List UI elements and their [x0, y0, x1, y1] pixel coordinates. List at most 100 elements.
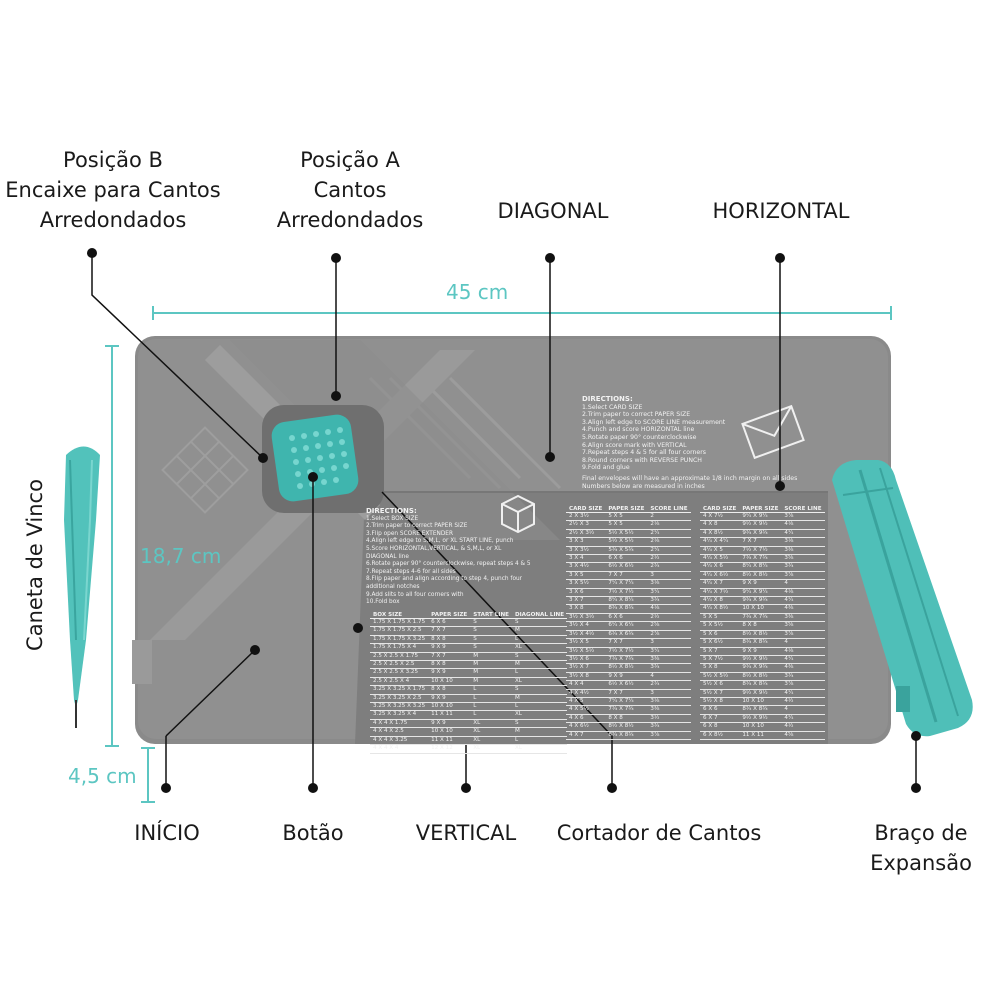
table-cell: 2⅞ [647, 630, 691, 640]
label-line: Arredondados [276, 208, 424, 232]
direction-step: 4.Align left edge to S,M,L, or XL START … [366, 538, 514, 545]
dimension-lines [105, 306, 892, 803]
table-cell: 4¼ [781, 529, 825, 539]
table-cell: 7¼ X 7¼ [605, 579, 648, 589]
table-cell: 2¾ [647, 562, 691, 572]
table-cell: M [511, 626, 568, 636]
table-cell: 4 X 8 [700, 520, 740, 530]
table-cell: 8¾ X 8¾ [739, 705, 782, 715]
table-cell: 8½ X 8½ [605, 663, 648, 673]
table-cell: 9 X 9 [605, 672, 648, 682]
direction-step: 8.Round corners with REVERSE PUNCH [582, 456, 702, 464]
table-cell: 3 X 5½ [566, 579, 606, 589]
table-cell: 3.25 X 3.25 X 4 [370, 710, 429, 720]
table-cell: 4¼ [781, 655, 825, 665]
table-cell: 3⅜ [647, 705, 691, 715]
depth-dimension: 4,5 cm [68, 764, 137, 788]
table-cell: XL [470, 736, 512, 746]
table-cell: 8¾ X 8¾ [605, 604, 648, 614]
table-cell: 8 X 8 [428, 635, 471, 645]
direction-step: 6.Align score mark with VERTICAL [582, 441, 687, 449]
table-cell: 7¾ X 7¾ [739, 613, 782, 623]
table-cell: 4 X 4 [566, 680, 606, 690]
table-cell: 4 [781, 579, 825, 589]
direction-step: 7.Repeat steps 4 & 5 for all four corner… [582, 449, 707, 457]
table-cell: 3 [647, 571, 691, 581]
table-cell: 5½ X 8 [700, 697, 740, 707]
table-cell: 5 X 7 [700, 647, 740, 656]
table-cell: 3 X 7 [566, 596, 606, 606]
table-cell: L [470, 685, 512, 695]
table-cell: 6 X 8½ [700, 731, 740, 740]
table-cell: L [511, 668, 568, 678]
direction-note: Numbers below are measured in inches [582, 482, 705, 490]
table-cell: 3 X 6 [566, 588, 606, 598]
table-cell: 2.5 X 2.5 X 4 [370, 677, 429, 687]
table-cell: 8½ X 8½ [605, 722, 648, 732]
table-cell: 2.5 X 2.5 X 3.25 [370, 668, 429, 678]
table-cell: L [470, 694, 512, 704]
table-cell: 2.5 X 2.5 X 1.75 [370, 652, 429, 662]
direction-step: 7.Repeat steps 4-6 for all sides [366, 568, 456, 575]
table-cell: 2½ [647, 554, 691, 564]
table-cell: 4⅛ [781, 520, 825, 530]
table-cell: 4¼ X 8 [700, 596, 740, 606]
table-header-cell: BOX SIZE [370, 612, 429, 619]
table-cell: 3⅞ [647, 731, 691, 740]
table-cell: 9½ X 9½ [739, 714, 782, 724]
table-cell: 7 X 7 [605, 571, 648, 581]
table-cell: S [470, 618, 512, 628]
label-braco: Braço de Expansão [866, 818, 976, 878]
direction-step: 9.Add slits to all four corners with [366, 591, 464, 598]
table-header-cell: PAPER SIZE [605, 506, 648, 513]
table-cell: 3⅝ [781, 621, 825, 631]
table-cell: 8¼ X 8¼ [739, 562, 782, 572]
table-cell: S [511, 685, 568, 695]
table-cell: 3¼ [647, 588, 691, 598]
table-cell: 4 [781, 705, 825, 715]
table-cell: 4 X 4 X 1.75 [370, 719, 429, 729]
table-cell: 7 X 7 [428, 652, 471, 662]
table-cell: 3⅞ [781, 512, 825, 522]
table-cell: 3½ X 4 [566, 621, 606, 631]
table-cell: 4 X 4 X 4 [370, 744, 429, 754]
table-cell: L [470, 702, 512, 712]
table-cell: 3⅞ [781, 680, 825, 690]
table-cell: L [511, 702, 568, 712]
table-cell: 3½ X 5 [566, 638, 606, 648]
table-cell: 2½ [647, 613, 691, 623]
table-header-cell: PAPER SIZE [428, 612, 471, 619]
table-cell: S [511, 652, 568, 662]
table-cell: 5½ X 6 [700, 680, 740, 690]
table-cell: 9¾ X 9¾ [739, 529, 782, 539]
direction-step: 3.Flip open SCORE EXTENDER [366, 530, 453, 537]
label-horizontal: HORIZONTAL [712, 199, 850, 223]
table-cell: 3¾ [647, 663, 691, 673]
table-cell: 3¾ [647, 596, 691, 606]
table-cell: 3½ X 3½ [566, 613, 606, 623]
table-cell: 7 X 7 [739, 537, 782, 547]
table-header-cell: PAPER SIZE [739, 506, 782, 513]
table-cell: 4¼ [781, 596, 825, 606]
table-cell: 5 X 6½ [700, 638, 740, 648]
table-cell: 9 X 9 [428, 719, 471, 729]
direction-step: 6.Rotate paper 90° counterclockwise, rep… [366, 561, 531, 568]
table-cell: 4¼ X 8½ [700, 604, 740, 614]
direction-step: 1.Select CARD SIZE [582, 403, 643, 411]
